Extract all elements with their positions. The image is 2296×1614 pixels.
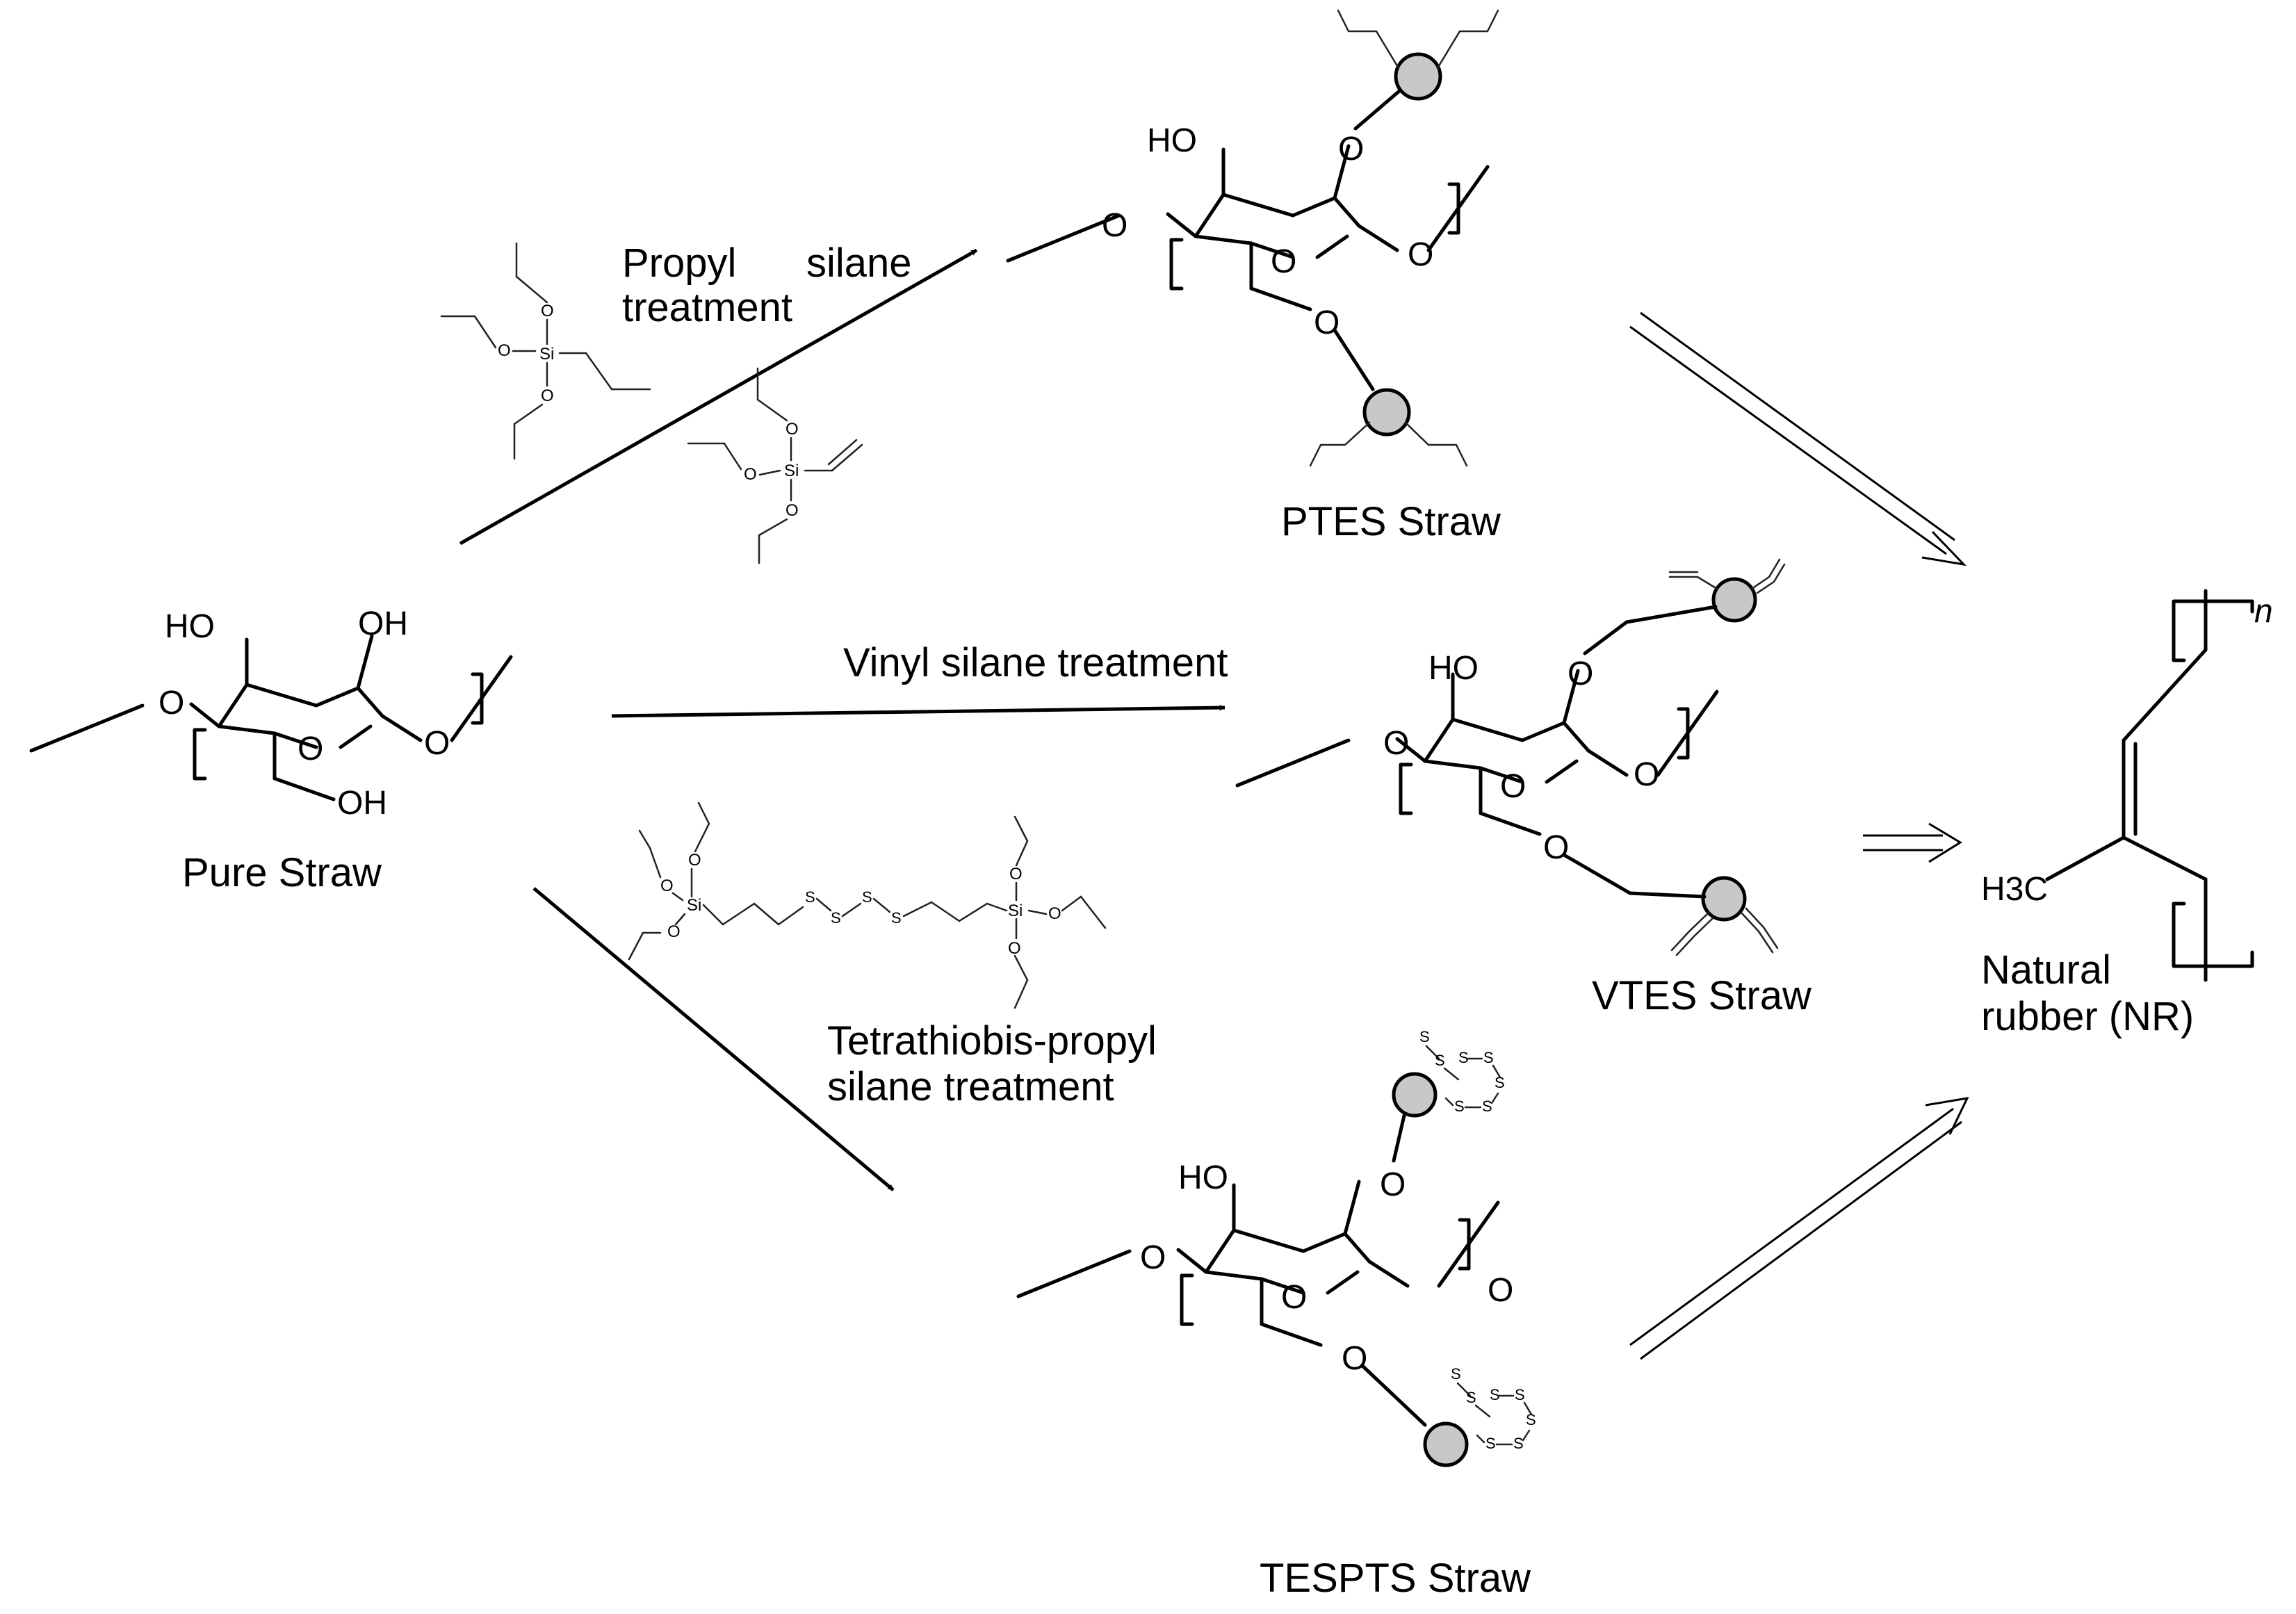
oxygen-atom: O [1048, 904, 1061, 923]
silane-particle [1423, 1421, 1469, 1467]
oxygen-atom: O [785, 420, 799, 439]
vinyl-silane-reagent: Si O O O [687, 367, 863, 564]
propyl-treatment-word2: silane [806, 241, 912, 286]
glycosidic-oxygen-left: O [1140, 1239, 1166, 1276]
hydroxyl-label: HO [1178, 1159, 1228, 1196]
tespts-straw-structure: O O O HO O O [1018, 1027, 1537, 1467]
silane-oxygen: O [1338, 131, 1364, 168]
hydroxyl-label: HO [1428, 650, 1479, 687]
oxygen-atom: O [744, 465, 757, 484]
glycosidic-oxygen-right: O [1634, 756, 1659, 793]
glycosidic-oxygen-left: O [158, 685, 184, 722]
tetrathio-silane-reagent: Si O O O S S S S Si O O O [628, 801, 1107, 1009]
ring-oxygen: O [1500, 768, 1526, 805]
silane-particle [1711, 577, 1757, 623]
sulfur-atom: S [805, 888, 815, 906]
silane-particle [1701, 876, 1747, 922]
hydroxyl-label: OH [358, 605, 408, 642]
sulfur-atom: S [862, 888, 872, 906]
oxygen-atom: O [785, 501, 799, 520]
silane-oxygen: O [1380, 1166, 1406, 1203]
silane-oxygen: O [1314, 304, 1340, 341]
hydroxyl-label: OH [337, 785, 387, 822]
sulfur-atom: S [831, 909, 841, 927]
ring-oxygen: O [1281, 1279, 1307, 1316]
ptes-straw-structure: O O O HO O O [1008, 9, 1499, 467]
silane-particle [1392, 1072, 1438, 1118]
oxygen-atom: O [498, 341, 511, 360]
sulfur-atom: S [891, 909, 902, 927]
oxygen-atom: O [688, 851, 701, 870]
vtes-straw-structure: O O O HO O O [1237, 558, 1786, 956]
vinyl-treatment-label: Vinyl silane treatment [843, 640, 1228, 685]
vinyl-reaction-arrow [611, 704, 1226, 718]
silane-particle [1362, 388, 1411, 437]
silicon-atom: Si [784, 462, 799, 480]
tetrathio-treatment-line1: Tetrathiobis-propyl [827, 1018, 1157, 1063]
propyl-silane-reagent: Si O O O [440, 242, 651, 460]
silane-particle [1394, 52, 1442, 101]
pure-straw-label: Pure Straw [182, 850, 382, 895]
propyl-treatment-word1: Propyl [622, 241, 736, 286]
silicon-atom: Si [687, 896, 701, 915]
silicon-atom: Si [539, 345, 554, 364]
silicon-atom: Si [1008, 902, 1023, 920]
oxygen-atom: O [1008, 939, 1021, 958]
natural-rubber-label-line2: rubber (NR) [1981, 994, 2194, 1039]
methyl-group-label: H3C [1981, 871, 2048, 908]
ring-oxygen: O [1271, 243, 1296, 280]
oxygen-atom: O [667, 922, 681, 941]
silane-oxygen: O [1568, 655, 1593, 692]
tetrathio-reaction-arrow [532, 887, 895, 1191]
oxygen-atom: O [541, 302, 554, 320]
oxygen-atom: O [1009, 865, 1023, 883]
silane-oxygen: O [1543, 829, 1569, 866]
hydroxyl-label: HO [1147, 122, 1197, 159]
hydroxyl-label: HO [165, 608, 215, 645]
vtes-straw-label: VTES Straw [1592, 973, 1812, 1018]
natural-rubber-label-line1: Natural [1981, 947, 2111, 993]
glycosidic-oxygen-left: O [1383, 725, 1409, 762]
tespts-straw-label: TESPTS Straw [1260, 1556, 1531, 1601]
propyl-treatment-word3: treatment [622, 285, 792, 330]
tespts-to-nr-arrow [1629, 1097, 1969, 1360]
oxygen-atom: O [541, 386, 554, 405]
natural-rubber-structure: H3C n [1981, 589, 2273, 982]
ptes-straw-label: PTES Straw [1281, 499, 1501, 544]
silane-oxygen: O [1342, 1340, 1367, 1377]
ring-oxygen: O [298, 731, 323, 767]
glycosidic-oxygen-left: O [1102, 207, 1127, 244]
glycosidic-oxygen-right: O [1488, 1272, 1513, 1309]
glycosidic-oxygen-right: O [424, 725, 450, 762]
repeat-unit-n: n [2254, 593, 2273, 630]
propyl-reaction-arrow [459, 248, 978, 546]
vtes-to-nr-arrow [1863, 822, 1962, 863]
ptes-to-nr-arrow [1629, 311, 1967, 566]
oxygen-atom: O [660, 877, 674, 895]
glycosidic-oxygen-right: O [1408, 236, 1433, 273]
tetrathio-treatment-line2: silane treatment [827, 1064, 1114, 1109]
pure-straw-structure: O O O HO OH OH [31, 605, 511, 822]
